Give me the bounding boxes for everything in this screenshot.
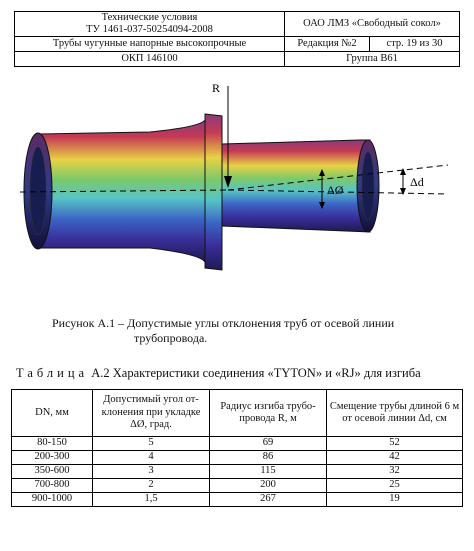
col-header-angle: Допустимый угол от-клонения при укладке … (92, 389, 210, 437)
spec-cell: Технические условия ТУ 1461-037-50254094… (14, 11, 285, 37)
table-row: 200-300 4 86 42 (11, 450, 463, 465)
cell-offset: 52 (326, 436, 463, 451)
spec-line-2: ТУ 1461-037-50254094-2008 (86, 24, 213, 35)
pipe-axis-straight (227, 189, 449, 195)
right-pipe-inner (361, 151, 375, 221)
radius-label: R (212, 81, 220, 95)
col-header-offset: Смещение трубы длиной 6 м от осевой лини… (326, 389, 463, 437)
right-pipe-body (221, 139, 371, 233)
radius-arrow-head (224, 176, 232, 188)
page-number: стр. 19 из 30 (369, 36, 460, 52)
offset-label: Δd (410, 175, 424, 189)
angle-label: ΔØ (327, 183, 344, 197)
document-header: Технические условия ТУ 1461-037-50254094… (14, 11, 460, 67)
cell-radius: 200 (209, 478, 327, 493)
table-title-prefix: Таблица (16, 366, 89, 380)
table-row: 80-150 5 69 52 (11, 436, 463, 451)
bending-characteristics-table: DN, мм Допустимый угол от-клонения при у… (11, 389, 463, 507)
table-row: 900-1000 1,5 267 19 (11, 492, 463, 507)
offset-marker-top-arrow (400, 168, 406, 175)
offset-marker-bottom-arrow (400, 188, 406, 195)
table-title-text: А.2 Характеристики соединения «TYTON» и … (91, 366, 421, 380)
cell-angle: 1,5 (92, 492, 210, 507)
cell-angle: 5 (92, 436, 210, 451)
angle-marker-top-arrow (319, 169, 325, 176)
cell-angle: 4 (92, 450, 210, 465)
figure-caption: Рисунок А.1 – Допустимые углы отклонения… (52, 316, 432, 346)
angle-marker-bottom-arrow (319, 202, 325, 209)
socket-flange (204, 113, 223, 271)
cell-dn: 350-600 (11, 464, 93, 479)
col-header-radius: Радиус изгиба трубо-провода R, м (209, 389, 327, 437)
table-row: 350-600 3 115 32 (11, 464, 463, 479)
okp-code: ОКП 146100 (14, 51, 285, 67)
pipe-joint-figure: R ΔØ Δd (19, 81, 449, 271)
caption-line-1: Рисунок А.1 – Допустимые углы отклонения… (52, 316, 395, 330)
pipe-axis-deflected (227, 164, 449, 191)
cell-angle: 3 (92, 464, 210, 479)
cell-radius: 267 (209, 492, 327, 507)
cell-angle: 2 (92, 478, 210, 493)
company-name: ОАО ЛМЗ «Свободный сокол» (284, 11, 460, 37)
cell-radius: 69 (209, 436, 327, 451)
cell-offset: 32 (326, 464, 463, 479)
cell-dn: 700-800 (11, 478, 93, 493)
col-header-dn: DN, мм (11, 389, 93, 437)
spec-line-1: Технические условия (101, 12, 198, 23)
cell-offset: 42 (326, 450, 463, 465)
caption-line-2: трубопровода. (134, 331, 208, 345)
cell-dn: 200-300 (11, 450, 93, 465)
cell-dn: 900-1000 (11, 492, 93, 507)
cell-offset: 19 (326, 492, 463, 507)
cell-offset: 25 (326, 478, 463, 493)
table-header-row: DN, мм Допустимый угол от-клонения при у… (11, 389, 463, 437)
group-code: Группа В61 (284, 51, 460, 67)
pipe-axis-left (19, 189, 229, 193)
cell-radius: 86 (209, 450, 327, 465)
table-row: 700-800 2 200 25 (11, 478, 463, 493)
edition-label: Редакция №2 (284, 36, 370, 52)
cell-radius: 115 (209, 464, 327, 479)
table-title: Таблица А.2 Характеристики соединения «T… (16, 366, 466, 381)
cell-dn: 80-150 (11, 436, 93, 451)
product-name: Трубы чугунные напорные высокопрочные (14, 36, 285, 52)
left-pipe-inner (29, 146, 47, 236)
